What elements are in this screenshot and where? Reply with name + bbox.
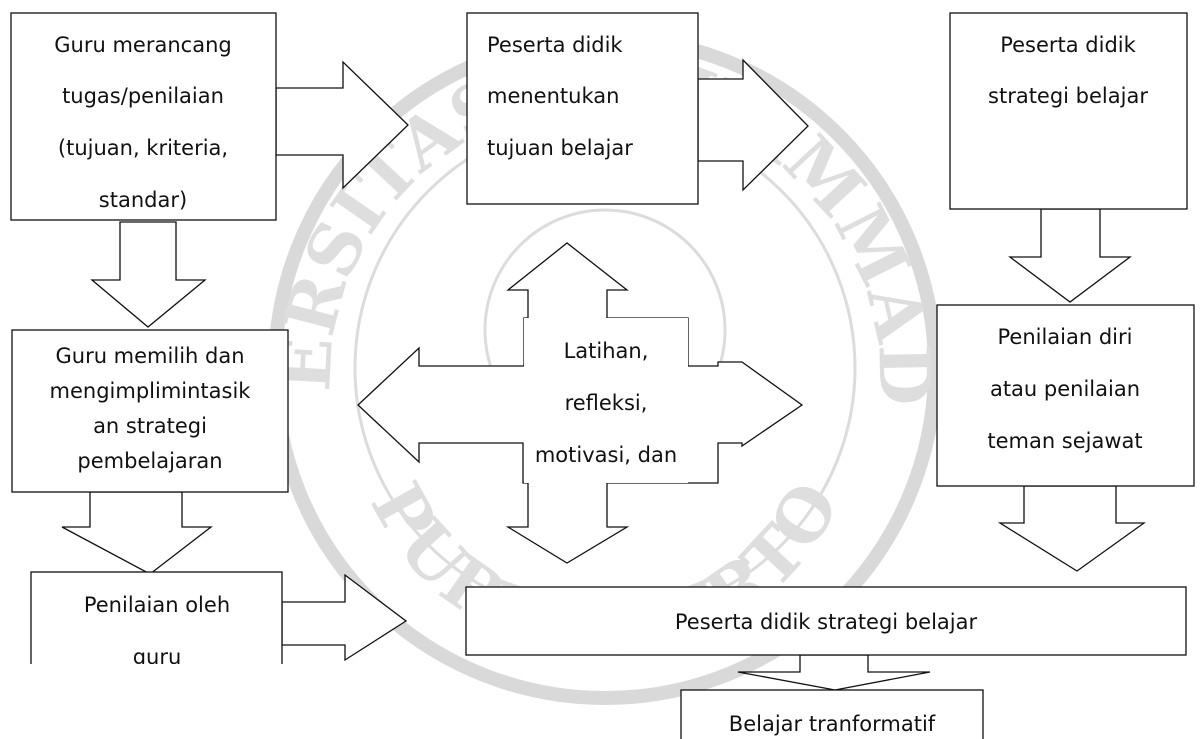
- arrow-down-5: [737, 654, 931, 691]
- node-text-line: menentukan: [487, 84, 619, 108]
- arrow-down-2: [1008, 208, 1132, 303]
- arrow-down-3: [61, 491, 213, 575]
- node-text-line: Peserta didik strategi belajar: [675, 610, 978, 634]
- node-transformatif: Belajar tranformatif: [680, 689, 984, 739]
- node-text-line: tujuan belajar: [487, 136, 633, 160]
- arrow-right-3: [281, 573, 408, 662]
- node-text-line: standar): [99, 188, 187, 212]
- node-text-line: mengimplimintasik: [50, 379, 252, 403]
- node-text-line: Peserta didik: [487, 33, 623, 57]
- arrow-down-4: [997, 485, 1147, 572]
- node-strategi-bottom: Peserta didik strategi belajar: [465, 586, 1187, 656]
- node-text-line: motivasi, dan: [535, 443, 677, 467]
- node-text-line: refleksi,: [565, 391, 648, 415]
- node-guru-merancang: Guru merancang tugas/penilaian (tujuan, …: [10, 12, 277, 221]
- node-text-line: Peserta didik: [1000, 33, 1136, 57]
- node-text-line: Penilaian oleh: [84, 593, 230, 617]
- arrow-right-1: [275, 60, 409, 190]
- node-text-line: Latihan,: [564, 339, 649, 363]
- node-penilaian-guru: Penilaian oleh guru: [20, 571, 290, 684]
- node-text-line: tugas/penilaian: [62, 84, 224, 108]
- node-text-line: (tujuan, kriteria,: [58, 136, 228, 160]
- node-text-line: teman sejawat: [987, 429, 1142, 453]
- text-clip-mask: [20, 664, 290, 684]
- node-text-line: an strategi: [93, 414, 207, 438]
- node-text-line: Guru merancang: [54, 33, 231, 57]
- node-text-line: Penilaian diri: [997, 325, 1132, 349]
- node-strategi-top: Peserta didik strategi belajar: [949, 12, 1188, 210]
- node-text-line: pembelajaran: [77, 449, 222, 473]
- node-guru-memilih: Guru memilih dan mengimplimintasik an st…: [11, 329, 289, 493]
- node-latihan: Latihan, refleksi, motivasi, dan: [524, 318, 688, 483]
- arrow-down-1: [90, 221, 207, 328]
- node-text-line: Belajar tranformatif: [729, 712, 936, 736]
- arrow-right-2: [697, 58, 809, 192]
- node-text-line: Guru memilih dan: [55, 344, 244, 368]
- node-menentukan-tujuan: Peserta didik menentukan tujuan belajar: [466, 12, 699, 205]
- node-text-line: strategi belajar: [988, 84, 1148, 108]
- node-penilaian-diri: Penilaian diri atau penilaian teman seja…: [936, 304, 1195, 487]
- node-text-line: atau penilaian: [990, 377, 1140, 401]
